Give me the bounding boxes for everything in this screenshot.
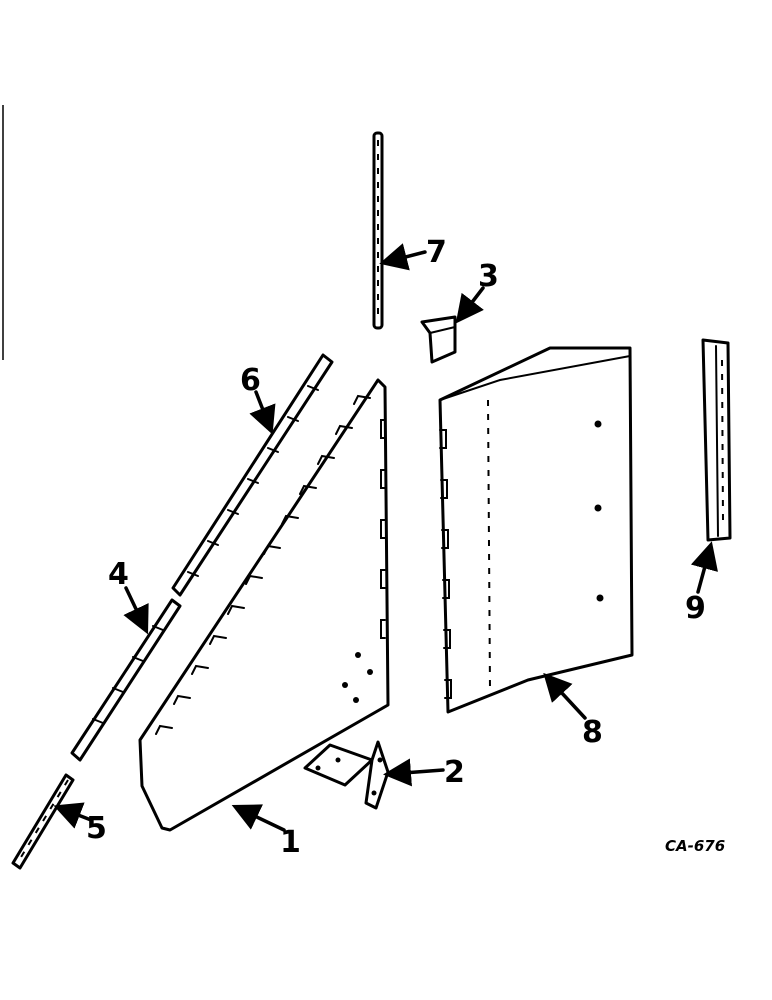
callout-3: 3 bbox=[478, 259, 499, 294]
part-4-hinge-strip bbox=[70, 598, 182, 762]
leader-lines bbox=[53, 243, 718, 832]
callout-6: 6 bbox=[240, 363, 261, 398]
part-9-channel bbox=[701, 338, 732, 542]
callout-9: 9 bbox=[685, 591, 706, 626]
part-5-rod bbox=[11, 773, 75, 870]
part-7-rod bbox=[372, 131, 384, 330]
callout-1: 1 bbox=[280, 825, 301, 860]
callout-5: 5 bbox=[86, 811, 107, 846]
figure-code: CA-676 bbox=[665, 837, 725, 855]
callout-7: 7 bbox=[426, 235, 447, 270]
part-1-side-sheet bbox=[138, 378, 390, 832]
callout-4: 4 bbox=[108, 557, 129, 592]
part-6-hinge-strip bbox=[171, 353, 334, 597]
callout-2: 2 bbox=[444, 755, 465, 790]
part-2-corner-bracket bbox=[303, 740, 390, 810]
part-8-side-panel bbox=[438, 346, 634, 714]
callout-8: 8 bbox=[582, 715, 603, 750]
part-3-bracket bbox=[420, 315, 457, 364]
